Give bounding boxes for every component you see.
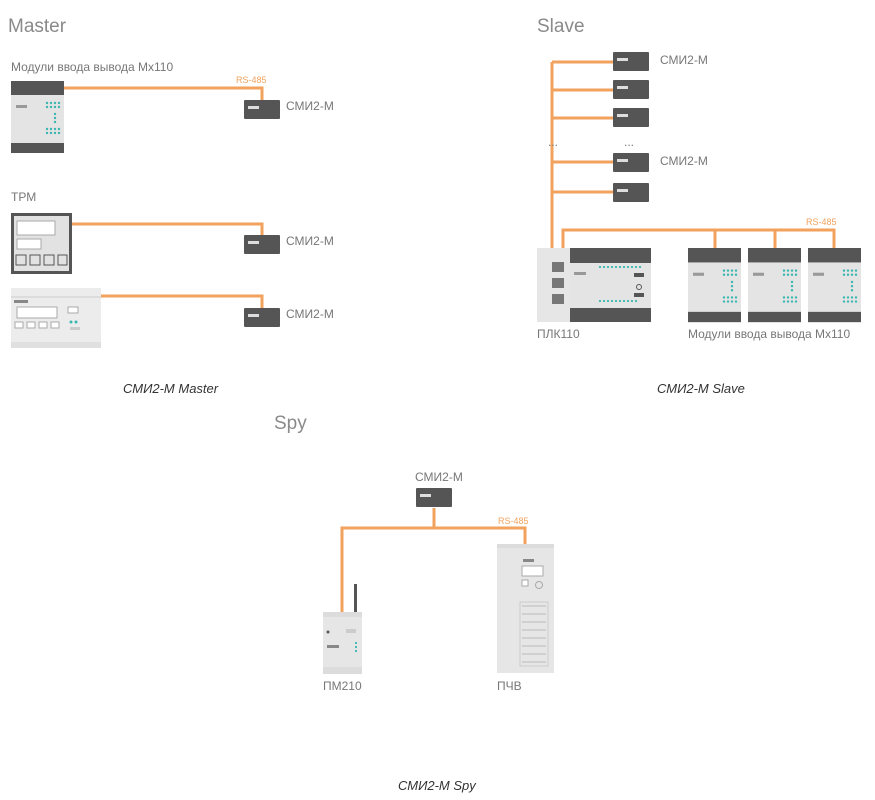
slave-smi-2 [613, 80, 649, 99]
plc110-device [537, 248, 651, 322]
slave-io-module-2 [748, 248, 801, 323]
master-io-label: Модули ввода вывода Мх110 [11, 60, 173, 74]
spy-rs485-bus [340, 526, 527, 614]
master-smi-2 [244, 235, 280, 254]
spy-title: Spy [274, 413, 307, 434]
spy-smi [416, 488, 452, 507]
pchv-device [497, 544, 554, 673]
slave-caption: СМИ2-М Slave [657, 381, 745, 396]
slave-io-module-3 [808, 248, 861, 323]
slave-ellipsis-left: ... [548, 135, 558, 149]
master-smi-1 [244, 100, 280, 119]
slave-title: Slave [537, 16, 585, 37]
slave-smi-5 [613, 183, 649, 202]
master-smi-label-3: СМИ2-М [286, 307, 334, 321]
master-caption: СМИ2-М Master [123, 381, 219, 396]
pm210-device [323, 584, 362, 674]
slave-plc-label: ПЛК110 [537, 327, 580, 341]
slave-io-module-1 [688, 248, 741, 323]
slave-smi-label-2: СМИ2-М [660, 154, 708, 168]
master-bus-label: RS-485 [236, 75, 267, 85]
spy-pchv-label: ПЧВ [497, 679, 522, 693]
slave-smi-3 [613, 108, 649, 127]
spy-smi-label: СМИ2-М [415, 470, 463, 484]
master-wire-2 [72, 222, 264, 236]
master-trm-label: ТРМ [11, 190, 36, 204]
slave-ellipsis-right: ... [624, 135, 634, 149]
master-title: Master [8, 16, 67, 37]
slave-smi-label-1: СМИ2-М [660, 53, 708, 67]
slave-smi-4 [613, 153, 649, 172]
slave-bus-label: RS-485 [806, 217, 837, 227]
slave-io-label: Модули ввода вывода Мх110 [688, 327, 850, 341]
master-wire-1 [64, 86, 264, 102]
spy-caption: СМИ2-М Spy [398, 778, 477, 793]
controller-device [11, 288, 101, 348]
master-io-module [11, 81, 64, 153]
slave-rs485-bus [561, 228, 836, 250]
master-smi-label-1: СМИ2-М [286, 99, 334, 113]
master-smi-3 [244, 308, 280, 327]
spy-pm-label: ПМ210 [323, 679, 362, 693]
slave-smi-1 [613, 52, 649, 71]
spy-bus-label: RS-485 [498, 516, 529, 526]
master-wire-3 [101, 294, 264, 309]
master-smi-label-2: СМИ2-М [286, 234, 334, 248]
trm-device [11, 213, 72, 274]
